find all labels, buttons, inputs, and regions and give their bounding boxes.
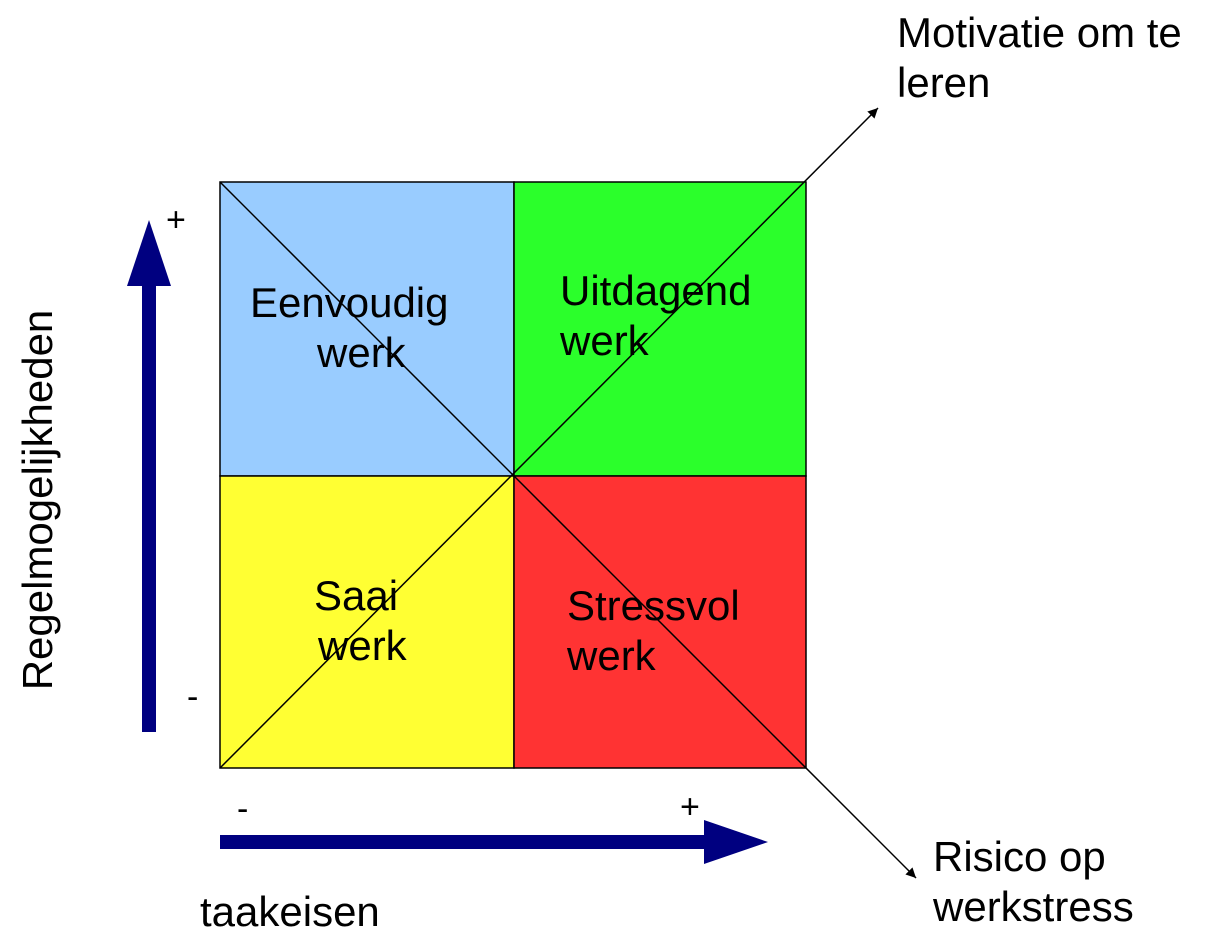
vertical-axis-shaft bbox=[142, 280, 156, 732]
quadrant-top-right-label: Uitdagend werk bbox=[560, 267, 752, 364]
diagonal-up-right-arrow bbox=[219, 107, 879, 769]
quadrant-bottom-left-label: Saai werk bbox=[314, 572, 407, 669]
motivation-label: Motivatie om te leren bbox=[897, 9, 1182, 106]
horizontal-axis-minus: - bbox=[237, 790, 249, 828]
stress-risk-label: Risico op werkstress bbox=[933, 833, 1134, 930]
quadrant-bottom-right-label: Stressvol werk bbox=[567, 582, 740, 679]
horizontal-axis-arrowhead bbox=[704, 820, 768, 864]
horizontal-axis-shaft bbox=[220, 835, 712, 849]
vertical-axis-label: Regelmogelijkheden bbox=[14, 309, 61, 691]
diagonal-down-right-arrow bbox=[219, 181, 917, 879]
horizontal-axis-plus: + bbox=[680, 788, 700, 826]
vertical-axis-plus: + bbox=[166, 201, 186, 239]
horizontal-axis-label: taakeisen bbox=[200, 888, 380, 935]
quadrant-top-left-label: Eenvoudig werk bbox=[250, 279, 449, 376]
vertical-axis-minus: - bbox=[187, 678, 199, 716]
quadrant-top-right bbox=[513, 181, 807, 477]
vertical-axis-arrowhead bbox=[127, 220, 171, 286]
